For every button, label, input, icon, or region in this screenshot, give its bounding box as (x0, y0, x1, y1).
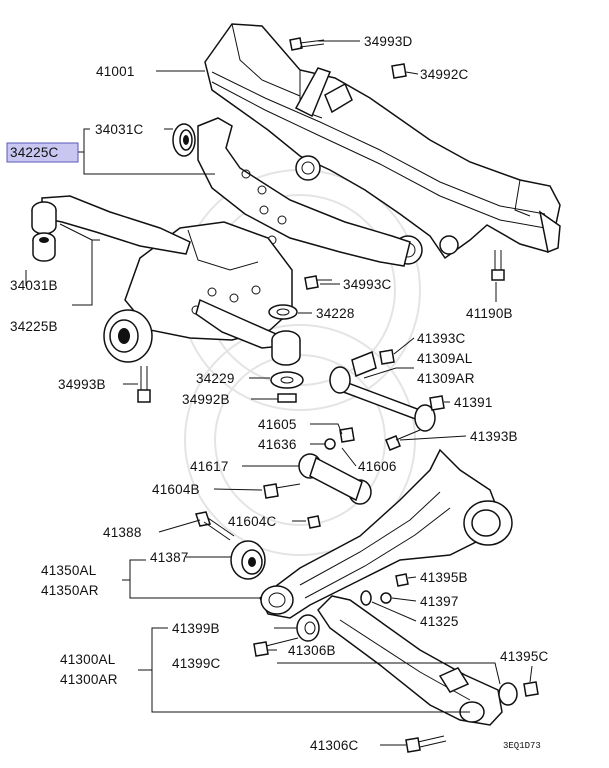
diff-support-member-c[interactable] (197, 117, 411, 267)
label-34992c[interactable]: 34992C (420, 67, 469, 82)
label-41306c[interactable]: 41306C (310, 738, 359, 753)
washer-34229[interactable] (270, 371, 304, 389)
label-34031c[interactable]: 34031C (95, 122, 144, 137)
bolt-34993c[interactable] (304, 275, 332, 290)
lower-arm[interactable] (317, 595, 503, 726)
label-41399c[interactable]: 41399C (172, 656, 221, 671)
bolt-41190b[interactable] (491, 250, 505, 281)
label-41001[interactable]: 41001 (96, 64, 135, 79)
label-41395c[interactable]: 41395C (500, 649, 549, 664)
part-labels: 34993D 41001 34992C 34031C 34225C 34031B… (6, 34, 549, 753)
label-34992b[interactable]: 34992B (182, 392, 230, 407)
label-41350ar[interactable]: 41350AR (41, 583, 99, 598)
highlight-34225c (6, 142, 79, 163)
bushing-41387[interactable] (230, 540, 266, 580)
label-34229[interactable]: 34229 (196, 371, 235, 386)
label-34228[interactable]: 34228 (316, 306, 355, 321)
bolt-41306c[interactable] (405, 735, 447, 753)
label-34031b[interactable]: 34031B (10, 278, 58, 293)
bolt-41604c[interactable] (307, 515, 321, 529)
bolt-41604b[interactable] (263, 483, 301, 499)
bolt-34993b[interactable] (137, 366, 151, 403)
label-41300ar[interactable]: 41300AR (60, 672, 118, 687)
washer-41636[interactable] (324, 438, 336, 450)
stopper-34228[interactable] (268, 304, 298, 320)
label-41300al[interactable]: 41300AL (60, 652, 116, 667)
label-41190b[interactable]: 41190B (466, 306, 513, 321)
bolt-41306b[interactable] (253, 637, 299, 657)
label-41325[interactable]: 41325 (420, 614, 459, 629)
label-41606[interactable]: 41606 (358, 459, 397, 474)
washer-41325[interactable] (360, 590, 372, 606)
label-34993b[interactable]: 34993B (58, 377, 106, 392)
label-41397[interactable]: 41397 (420, 594, 459, 609)
label-34225b[interactable]: 34225B (10, 319, 58, 334)
toe-control-arm[interactable] (329, 350, 436, 432)
label-41393c[interactable]: 41393C (417, 331, 466, 346)
bolt-41388[interactable] (195, 511, 235, 541)
washer-41397[interactable] (380, 592, 392, 604)
label-41604c[interactable]: 41604C (228, 514, 277, 529)
bushing-34031b[interactable] (32, 232, 56, 262)
nut-34992b[interactable] (277, 393, 297, 403)
label-41309al[interactable]: 41309AL (417, 351, 473, 366)
label-34993d[interactable]: 34993D (364, 34, 413, 49)
differential-housing[interactable] (103, 221, 293, 363)
label-41391[interactable]: 41391 (454, 395, 493, 410)
label-41399b[interactable]: 41399B (172, 621, 220, 636)
label-41393b[interactable]: 41393B (470, 429, 518, 444)
nut-41395b[interactable] (395, 573, 409, 587)
label-41617[interactable]: 41617 (190, 459, 229, 474)
drawing-code: 3EQ1D73 (503, 741, 541, 751)
leader-lines (25, 40, 533, 746)
bushing-41399c[interactable] (498, 682, 518, 706)
label-41395b[interactable]: 41395B (420, 570, 468, 585)
label-41350al[interactable]: 41350AL (41, 563, 97, 578)
bushing-41399b[interactable] (296, 614, 320, 642)
label-41387[interactable]: 41387 (150, 550, 189, 565)
label-41388[interactable]: 41388 (103, 525, 142, 540)
nut-34992c[interactable] (391, 63, 407, 79)
bolt-34993d[interactable] (289, 37, 325, 51)
toe-link-41617[interactable] (298, 453, 372, 505)
nut-41395c[interactable] (523, 681, 539, 697)
bushing-34031b-upper[interactable] (31, 201, 57, 235)
bolt-41393b[interactable] (385, 429, 421, 451)
bushing-34031c[interactable] (172, 123, 196, 157)
bushing-lower-right[interactable] (271, 330, 301, 366)
label-41604b[interactable]: 41604B (152, 482, 200, 497)
label-34225c-highlighted[interactable]: 34225C (10, 145, 59, 160)
crossmember-part[interactable] (204, 23, 561, 265)
label-41309ar[interactable]: 41309AR (417, 371, 475, 386)
label-41636[interactable]: 41636 (258, 437, 297, 452)
label-41306b[interactable]: 41306B (288, 643, 336, 658)
nut-41393c[interactable] (379, 349, 395, 365)
label-34993c[interactable]: 34993C (343, 277, 392, 292)
label-41605[interactable]: 41605 (258, 417, 297, 432)
nut-41605[interactable] (339, 427, 355, 443)
nut-41391[interactable] (429, 395, 445, 411)
trailing-arm[interactable] (259, 448, 513, 619)
